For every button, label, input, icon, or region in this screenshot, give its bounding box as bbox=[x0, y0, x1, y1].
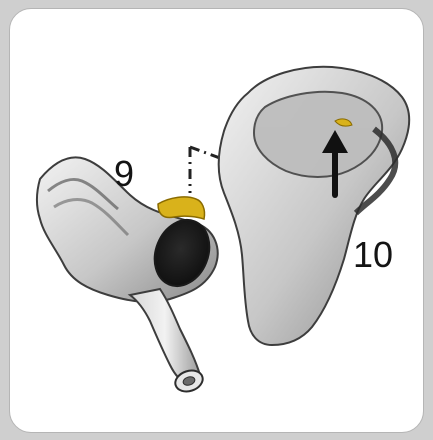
part-9-tube bbox=[130, 289, 200, 384]
part-9-highlight bbox=[158, 197, 205, 219]
diagram-canvas bbox=[10, 9, 424, 433]
part-label-10: 10 bbox=[353, 237, 393, 273]
diagram-card: 9 10 bbox=[9, 8, 424, 433]
part-label-9: 9 bbox=[114, 156, 134, 192]
part-10 bbox=[219, 67, 409, 345]
